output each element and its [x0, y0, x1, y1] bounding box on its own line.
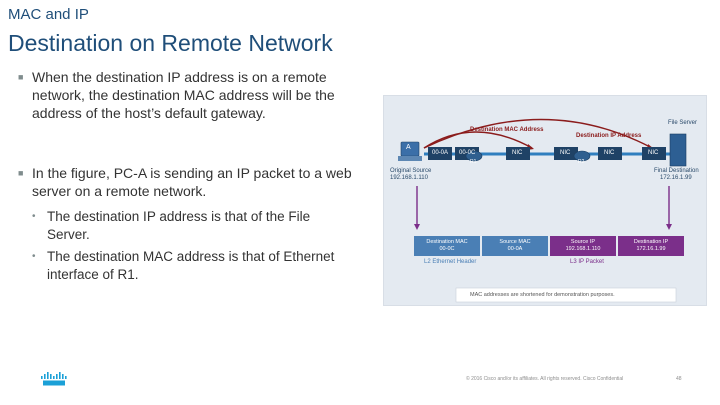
header-field-value: 192.168.1.110	[565, 246, 601, 252]
network-diagram-svg	[398, 118, 687, 303]
bullet-text: In the figure, PC-A is sending an IP pac…	[32, 165, 352, 199]
sub-bullet-text: The destination IP address is that of th…	[47, 209, 311, 242]
header-box-src-mac	[482, 236, 548, 256]
dest-ip-arc	[423, 118, 653, 149]
sub-bullet-marker: •	[32, 251, 36, 262]
sub-bullet-marker: •	[32, 211, 36, 222]
arrow-head	[414, 224, 420, 230]
r1-mac-label: 00-0C	[459, 150, 476, 156]
header-field-dest-ip: Destination IP 172.16.1.99	[618, 236, 684, 256]
arrow-head	[666, 224, 672, 230]
footer-copyright: © 2016 Cisco and/or its affiliates. All …	[466, 376, 624, 382]
nic-label: NIC	[512, 150, 523, 156]
figure-note: MAC addresses are shortened for demonstr…	[470, 292, 615, 298]
source-ip-label: 192.168.1.110	[390, 175, 428, 181]
pc-nic-box	[428, 147, 452, 160]
sub-bullet-item: • The destination IP address is that of …	[32, 208, 352, 244]
cisco-logo-icon	[40, 372, 68, 391]
r2-nic2-box	[598, 147, 622, 160]
r1-nic2-box	[506, 147, 530, 160]
bullet-marker: ■	[18, 72, 24, 82]
pc-mac-label: 00-0A	[432, 150, 449, 156]
r2-router-icon	[573, 150, 591, 162]
header-field-title: Destination IP	[633, 239, 669, 245]
l2-header-label: L2 Ethernet Header	[424, 259, 477, 265]
header-field-dest-mac: Destination MAC 00-0C	[414, 236, 480, 256]
r2-label: R2	[578, 159, 585, 165]
note-box	[455, 287, 677, 303]
original-source-label: Original Source	[390, 168, 432, 174]
sub-bullet-text: The destination MAC address is that of E…	[47, 249, 335, 282]
network-figure: Destination MAC Address Destination IP A…	[383, 95, 707, 306]
nic-label: NIC	[604, 150, 615, 156]
bullet-item: ■ In the figure, PC-A is sending an IP p…	[18, 164, 358, 200]
footer-page-number: 48	[676, 376, 682, 382]
server-nic-box	[642, 147, 666, 160]
r1-router-icon	[465, 150, 483, 162]
header-field-title: Source MAC	[499, 239, 531, 245]
header-box-dest-mac	[414, 236, 480, 256]
r2-nic-box	[554, 147, 578, 160]
header-field-src-mac: Source MAC 00-0A	[482, 236, 548, 256]
sub-bullet-item: • The destination MAC address is that of…	[32, 248, 352, 284]
l3-packet-label: L3 IP Packet	[570, 259, 604, 265]
header-box-src-ip	[550, 236, 616, 256]
header-field-value: 00-0A	[507, 246, 523, 252]
dest-mac-arc	[423, 131, 533, 149]
bullet-marker: ■	[18, 168, 24, 178]
header-field-title: Destination MAC	[426, 239, 468, 245]
super-title: MAC and IP	[8, 6, 89, 23]
dest-ip-label: Destination IP Address	[576, 133, 642, 139]
bullet-text: When the destination IP address is on a …	[32, 69, 335, 121]
r1-label: R1	[470, 159, 477, 165]
file-server-icon	[669, 133, 687, 167]
final-destination-label: Final Destination	[654, 168, 699, 174]
pc-a-base	[398, 156, 422, 161]
header-field-src-ip: Source IP 192.168.1.110	[550, 236, 616, 256]
dest-ip-value-label: 172.16.1.99	[660, 175, 692, 181]
header-field-value: 172.16.1.99	[636, 246, 666, 252]
nic-label: NIC	[648, 150, 659, 156]
bullet-item: ■ When the destination IP address is on …	[18, 68, 358, 122]
page-title: Destination on Remote Network	[8, 30, 333, 56]
file-server-label: File Server	[668, 120, 698, 126]
dest-mac-label: Destination MAC Address	[470, 127, 544, 133]
pc-a-label: A	[406, 144, 411, 151]
nic-label: NIC	[560, 150, 571, 156]
header-field-value: 00-0C	[439, 246, 455, 252]
header-box-dest-ip	[618, 236, 684, 256]
header-field-title: Source IP	[570, 239, 596, 245]
